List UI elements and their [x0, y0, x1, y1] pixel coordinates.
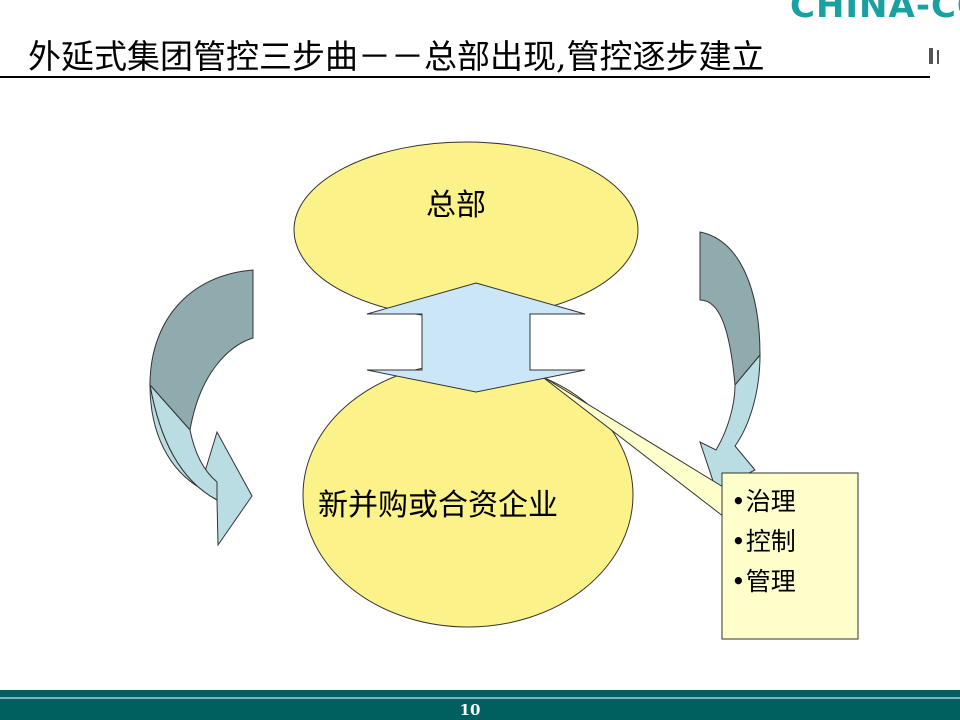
- logo-mark-icon: [929, 48, 939, 64]
- footer-bar: [0, 690, 960, 720]
- footer-stripe: [0, 697, 960, 699]
- double-arrow: [366, 282, 586, 393]
- left-curved-arrow: [149, 269, 254, 547]
- callout-list: •治理 •控制 •管理: [731, 482, 796, 602]
- subsidiary-label: 新并购或合资企业: [318, 488, 558, 523]
- page-number: 10: [459, 701, 481, 719]
- diagram-canvas: [149, 141, 859, 640]
- callout-item-governance: •治理: [731, 487, 796, 516]
- callout-item-control: •控制: [731, 527, 796, 556]
- title-underline: [0, 76, 930, 78]
- company-logo-text: CHINA-CO: [790, 0, 960, 18]
- page-title: 外延式集团管控三步曲－－总部出现,管控逐步建立: [28, 37, 765, 76]
- callout-item-management: •管理: [731, 567, 796, 596]
- callout-box: [721, 472, 859, 640]
- right-curved-arrow: [699, 231, 761, 491]
- headquarters-label: 总部: [426, 188, 486, 223]
